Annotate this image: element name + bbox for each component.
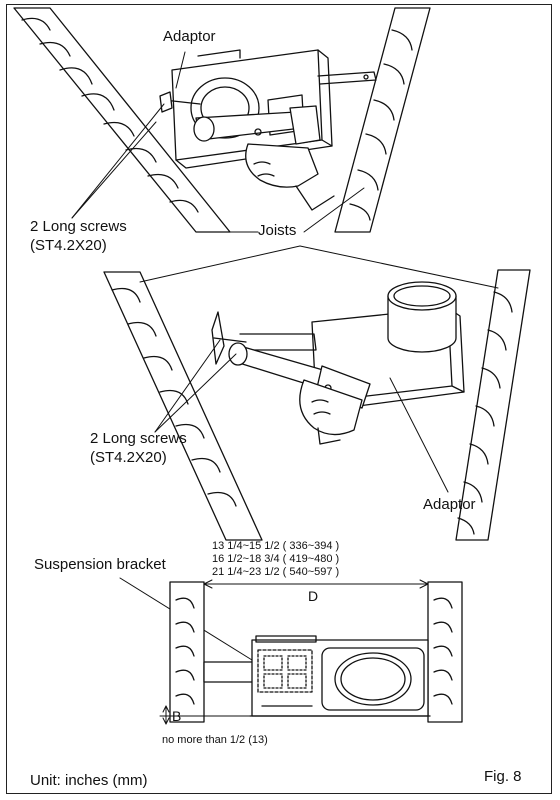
middle-hand [299, 379, 363, 445]
dimension-text-line3: 21 1/4~23 1/2 ( 540~597 ) [212, 566, 340, 578]
top-right-joist [334, 7, 431, 233]
adaptor-label-top: Adaptor [163, 28, 216, 45]
adaptor-label-mid: Adaptor [423, 496, 476, 513]
screws-label-mid-line2: (ST4.2X20) [90, 449, 167, 466]
figure-frame [6, 4, 552, 794]
dimension-D-label: D [308, 588, 319, 604]
dimension-B-marker [159, 705, 251, 725]
unit-label: Unit: inches (mm) [30, 772, 148, 789]
middle-left-joist [103, 271, 263, 541]
screws-label-top-line1: 2 Long screws [30, 218, 127, 235]
bottom-right-joist [427, 581, 463, 723]
joists-label: Joists [258, 222, 297, 239]
bottom-bracket-bar [203, 661, 257, 683]
dimension-B-label: B [172, 708, 182, 724]
dimension-text-line1: 13 1/4~15 1/2 ( 336~394 ) [212, 540, 340, 552]
dimension-D-line [203, 579, 429, 589]
screws-label-mid-line1: 2 Long screws [90, 430, 187, 447]
no-more-than-label: no more than 1/2 (13) [162, 734, 268, 746]
middle-fan-housing [211, 281, 465, 411]
middle-right-joist [455, 269, 531, 541]
screws-label-top-line2: (ST4.2X20) [30, 237, 107, 254]
suspension-bracket-label: Suspension bracket [34, 556, 166, 573]
top-hand [245, 143, 335, 211]
dimension-text-line2: 16 1/2~18 3/4 ( 419~480 ) [212, 553, 340, 565]
bottom-fan-housing [249, 635, 431, 717]
top-left-joist [13, 7, 231, 233]
top-drill [159, 91, 321, 145]
bottom-left-joist [169, 581, 205, 723]
figure-number-label: Fig. 8 [484, 768, 522, 785]
